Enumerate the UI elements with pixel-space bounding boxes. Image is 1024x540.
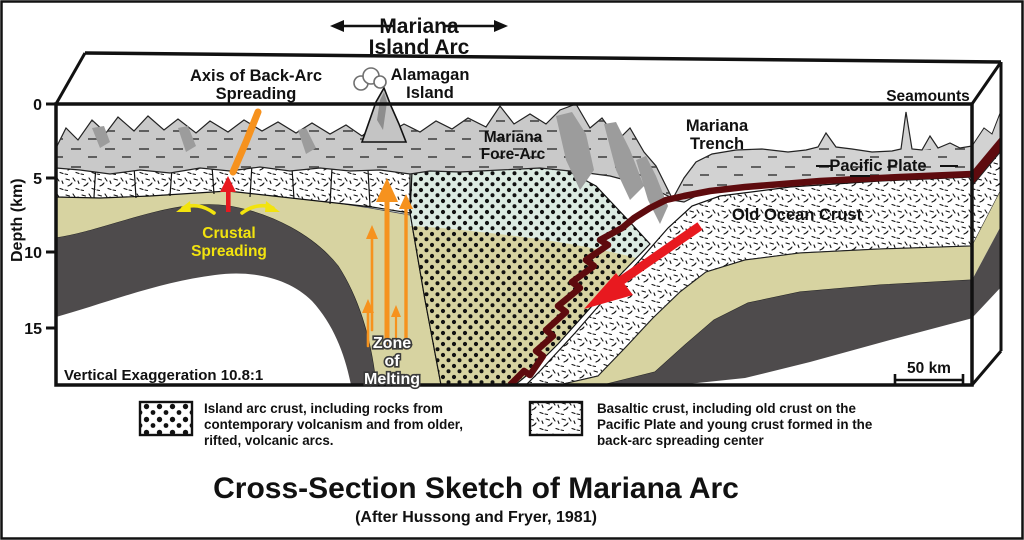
legend: Island arc crust, including rocks from c… <box>138 400 872 448</box>
depth-tick-marks <box>46 102 56 330</box>
svg-text:of: of <box>384 353 400 370</box>
rifted-crust-block-lines <box>93 163 371 207</box>
back-arc-dark-gray-layer <box>56 204 376 385</box>
legend-swatch-island-arc-dots <box>140 402 192 435</box>
legend1-line2: contemporary volcanism and from older, <box>204 417 463 432</box>
svg-text:Zone: Zone <box>373 335 411 352</box>
depth-tick-15: 15 <box>24 321 42 338</box>
legend2-line3: back-arc spreading center <box>597 433 764 448</box>
svg-text:Crustal: Crustal <box>202 225 255 242</box>
scale-bar-label: 50 km <box>907 360 951 377</box>
figure-title: Cross-Section Sketch of Mariana Arc <box>213 472 739 505</box>
axis-back-arc-label-line1: Axis of Back-Arc <box>190 67 322 85</box>
arc-extent-right-arrow-icon <box>494 20 508 32</box>
seafloor-mountains-dashes <box>56 104 672 198</box>
old-ocean-crust-band <box>507 170 972 385</box>
rifted-crust-speckle <box>56 158 410 213</box>
magma-arrowheads <box>362 178 413 317</box>
front-face-geology <box>56 104 972 385</box>
side-basaltic-band <box>972 148 1002 247</box>
fore-arc-label-line1: Mariana <box>484 129 543 146</box>
magma-rise-arrows <box>366 192 408 350</box>
legend1-line3: rifted, volcanic arcs. <box>204 433 334 448</box>
pacific-plate-label: Pacific Plate <box>829 157 926 175</box>
side-plate-gray <box>972 107 1002 177</box>
fore-arc-label-line2: Fore-Arc <box>481 146 546 163</box>
side-dark-gray-band <box>972 224 1002 318</box>
crustal-spreading-label: Crustal Spreading <box>191 225 267 260</box>
trench-label-line1: Mariana <box>686 117 749 135</box>
figure-subtitle: (After Hussong and Fryer, 1981) <box>355 509 597 526</box>
legend2-line1: Basaltic crust, including old crust on t… <box>597 401 856 416</box>
mountain-shadow-patches <box>92 112 668 224</box>
subduction-red-arrow <box>584 222 703 309</box>
slab-basaltic-crust-speckle <box>526 177 972 385</box>
side-face-geology <box>972 62 1002 385</box>
island-arc-label-line1: Mariana <box>379 15 459 38</box>
arc-extent-left-arrow-icon <box>330 20 344 32</box>
depth-axis: 0 5 10 15 Depth (km) <box>9 97 56 338</box>
plate-dash-marks <box>816 165 958 177</box>
legend1-line1: Island arc crust, including rocks from <box>204 401 443 416</box>
slab-dark-gray-layer <box>603 280 972 385</box>
island-arc-extent: Mariana Island Arc <box>330 15 508 59</box>
alamagan-label-line2: Island <box>406 84 454 102</box>
svg-text:Spreading: Spreading <box>191 243 267 260</box>
eruption-cloud-icon <box>353 67 387 91</box>
vertical-exaggeration-label: Vertical Exaggeration 10.8:1 <box>64 367 263 384</box>
depth-tick-0: 0 <box>33 97 42 114</box>
section-box-frame <box>54 51 1003 387</box>
scale-bar: 50 km <box>893 360 965 386</box>
legend-swatch-basaltic-speckle <box>530 402 582 435</box>
depth-axis-label: Depth (km) <box>9 178 26 262</box>
alamagan-label-line1: Alamagan <box>391 66 470 84</box>
side-maroon-band <box>972 135 1002 186</box>
side-khaki-band <box>972 188 1002 280</box>
spreading-axis-orange-line <box>229 108 262 176</box>
old-ocean-crust-label: Old Ocean Crust <box>732 206 863 224</box>
axis-back-arc-label-line2: Spreading <box>216 85 297 103</box>
spreading-axis-red-arrow <box>220 176 236 212</box>
seamounts-label: Seamounts <box>886 88 970 105</box>
crustal-spreading-yellow-arrowheads <box>176 201 280 212</box>
depth-tick-5: 5 <box>33 171 42 188</box>
depth-tick-10: 10 <box>24 245 42 262</box>
svg-text:Melting: Melting <box>364 371 420 388</box>
island-arc-label-line2: Island Arc <box>369 36 470 59</box>
pacific-plate-label-group: Pacific Plate <box>816 157 958 177</box>
trench-label-line2: Trench <box>690 135 744 153</box>
alamagan-volcano <box>353 67 408 143</box>
zone-of-melting-label: Zone of Melting <box>362 333 421 389</box>
legend2-line2: Pacific Plate and young crust formed in … <box>597 417 872 432</box>
